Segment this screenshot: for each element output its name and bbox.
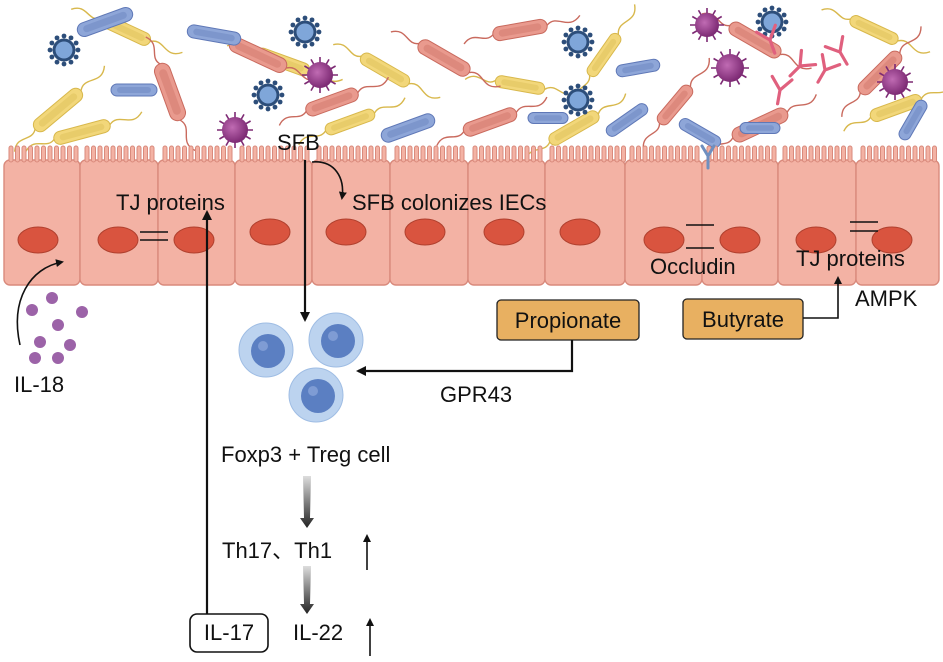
gut-microbiota [13, 4, 943, 225]
antibody [816, 53, 842, 84]
il18-arrow [16, 259, 64, 346]
phage [251, 78, 285, 112]
blue-bacillus [605, 103, 649, 137]
il18-molecule [29, 352, 41, 364]
sfb-colonizes-label: SFB colonizes IECs [352, 190, 546, 215]
epithelial-cell [467, 145, 546, 286]
treg-cell [288, 367, 344, 423]
epithelial-cell [777, 145, 857, 286]
ampk-label: AMPK [855, 286, 918, 311]
propionate-gpr43-arrow [356, 340, 574, 376]
treg-to-th-arrow [300, 476, 314, 528]
nucleus [404, 218, 446, 246]
pink-bacterium [145, 36, 196, 152]
nucleus [559, 218, 601, 246]
il18-molecule [46, 292, 58, 304]
epithelial-cell [157, 145, 236, 286]
epithelial-cell [544, 145, 626, 286]
virus [302, 57, 338, 93]
epithelial-cell [311, 145, 391, 286]
antibody [823, 35, 849, 66]
sfb-colonize-arrow [311, 161, 347, 200]
nucleus [17, 226, 59, 254]
nucleus [249, 218, 291, 246]
virus [217, 112, 253, 148]
virus [690, 8, 724, 42]
nucleus [483, 218, 525, 246]
yellow-bacterium [298, 97, 406, 146]
th-to-il22-arrow [300, 566, 314, 614]
treg-cell [238, 322, 294, 378]
tj-proteins-right-label: TJ proteins [796, 246, 905, 271]
il17-box [189, 613, 269, 653]
phage [47, 33, 81, 67]
occludin-label: Occludin [650, 254, 736, 279]
blue-bacillus [615, 58, 661, 78]
nucleus [795, 226, 837, 254]
il18-molecule [64, 339, 76, 351]
blue-bacillus [739, 122, 781, 134]
blue-bacillus [186, 24, 242, 46]
butyrate-ampk-arrow [803, 276, 842, 319]
blue-bacillus [110, 83, 158, 97]
blue-bacillus [527, 112, 569, 124]
nucleus [97, 226, 139, 254]
pink-bacterium [436, 96, 548, 146]
epithelial-cell [701, 145, 779, 286]
il18-molecule [52, 319, 64, 331]
treg-cells [238, 312, 364, 423]
th17-th1-label: Th17、Th1 [222, 538, 332, 563]
nucleus [719, 226, 761, 254]
pink-bacterium [463, 14, 581, 45]
epithelial-cell [79, 145, 159, 286]
pink-bacterium [390, 30, 501, 88]
pink-bacterium [642, 57, 710, 149]
il18-label: IL-18 [14, 372, 64, 397]
antibody [770, 74, 794, 106]
butyrate-box [682, 298, 804, 340]
treg-label: Foxp3 + Treg cell [221, 442, 390, 467]
antibody [754, 23, 777, 55]
epithelial-cell [3, 145, 81, 286]
virus [711, 49, 749, 87]
yellow-bacterium [821, 8, 931, 54]
yellow-bacterium [464, 75, 580, 96]
treg-cell [308, 312, 364, 368]
propionate-box [496, 299, 640, 341]
phage [561, 83, 595, 117]
propionate-label: Propionate [515, 308, 621, 333]
surface-antibody [700, 144, 716, 170]
il18-molecules [26, 292, 88, 364]
pink-bacterium [278, 76, 390, 126]
epithelial-cell [855, 145, 940, 286]
epithelial-cell [389, 145, 469, 286]
virus [877, 64, 913, 100]
nucleus [173, 226, 215, 254]
tj-proteins-left-label: TJ proteins [116, 190, 225, 215]
il18-molecule [34, 336, 46, 348]
blue-bacillus [380, 113, 436, 143]
il18-molecule [26, 304, 38, 316]
nucleus [871, 226, 913, 254]
antibody [788, 48, 818, 78]
blue-bacillus [76, 6, 134, 38]
phage [288, 15, 322, 49]
epithelial-cell [234, 145, 313, 286]
il18-molecule [76, 306, 88, 318]
intestinal-epithelium [3, 144, 940, 286]
yellow-bacterium [13, 65, 106, 152]
il17-label: IL-17 [204, 620, 254, 645]
yellow-bacterium [843, 83, 943, 132]
gpr43-label: GPR43 [440, 382, 512, 407]
yellow-bacterium [333, 43, 441, 99]
nucleus [325, 218, 367, 246]
butyrate-label: Butyrate [702, 307, 784, 332]
il18-molecule [52, 352, 64, 364]
il22-label: IL-22 [293, 620, 343, 645]
nucleus [643, 226, 685, 254]
sfb-label: SFB [277, 130, 320, 155]
blue-bacillus [678, 118, 722, 148]
phage [561, 25, 595, 59]
